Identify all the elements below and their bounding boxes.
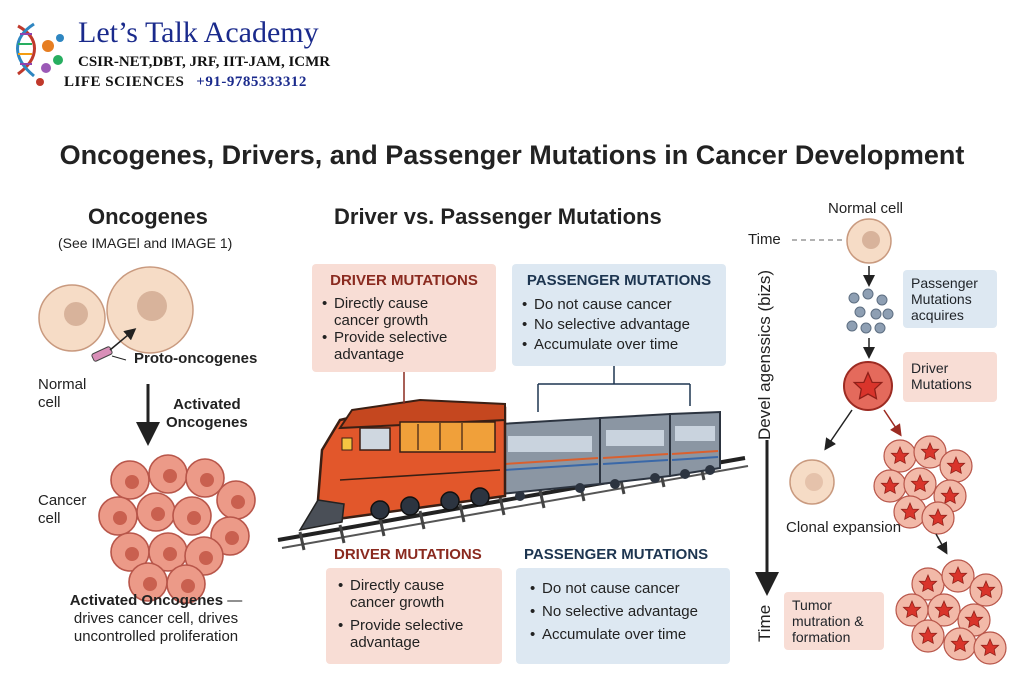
driver-mutations-box-right: Driver Mutations xyxy=(903,352,997,402)
vertical-axis-label: Devel agenssics (bizs) xyxy=(755,269,774,440)
train-passenger-cars xyxy=(499,410,721,501)
proto-oncogene-marker xyxy=(91,328,137,362)
cancer-cell-label: Cancer cell xyxy=(38,492,87,527)
passenger-mutations-box-top: PASSENGER MUTATIONS Do not cause cancer … xyxy=(512,264,726,366)
passenger-bottom-list: Do not cause cancer No selective advanta… xyxy=(530,577,716,646)
oncogenes-caption: Activated Oncogenes — drives cancer cell… xyxy=(20,592,292,646)
dna-logo-icon xyxy=(16,22,64,86)
normal-cell-label: Normal cell xyxy=(38,376,87,411)
passenger-box-title: PASSENGER MUTATIONS xyxy=(526,272,712,289)
time-label-bottom: Time xyxy=(755,604,774,642)
driver-mutations-box-top: DRIVER MUTATIONS Directly cause cancer g… xyxy=(312,264,496,372)
list-item: Directly cause cancer growth xyxy=(322,295,486,329)
passenger-mutations-title-bottom: PASSENGER MUTATIONS xyxy=(524,546,709,563)
list-item: No selective advantage xyxy=(530,600,716,623)
page-title: Oncogenes, Drivers, and Passenger Mutati… xyxy=(59,140,965,170)
caption-bold: Activated Oncogenes xyxy=(69,592,224,609)
timeline-normal-cell-label: Normal cell xyxy=(828,200,904,217)
logo-title: Let’s Talk Academy xyxy=(78,16,319,49)
logo-phone: +91-9785333312 xyxy=(196,74,307,90)
oncogenes-subheading: (See IMAGEl and IMAGE 1) xyxy=(58,235,233,251)
list-item: Do not cause cancer xyxy=(522,295,716,315)
passenger-bracket xyxy=(537,366,691,412)
tumor-cluster xyxy=(896,560,1006,664)
cancer-cell-cluster xyxy=(98,454,256,604)
list-item: Provide selective advantage xyxy=(322,329,486,363)
time-label-top: Time xyxy=(748,231,781,248)
passenger-mutations-acquires-box: Passenger Mutations acquires xyxy=(903,270,997,328)
logo-subtitle: CSIR-NET,DBT, JRF, IIT-JAM, ICMR xyxy=(78,54,331,70)
train-locomotive xyxy=(298,398,507,532)
driver-box-list: Directly cause cancer growth Provide sel… xyxy=(322,295,486,363)
oncogenes-heading: Oncogenes xyxy=(88,204,208,229)
list-item: Provide selective advantage xyxy=(338,617,490,651)
activated-oncogenes-label: Activated Oncogenes xyxy=(166,396,248,431)
driver-vs-passenger-heading: Driver vs. Passenger Mutations xyxy=(334,204,662,229)
proto-oncogenes-label: Proto-oncogenes xyxy=(134,350,258,367)
list-item: No selective advantage xyxy=(522,315,716,335)
timeline-normal-cell xyxy=(846,218,892,264)
driver-bottom-list: Directly cause cancer growth Provide sel… xyxy=(338,577,490,651)
caption-rest: — drives cancer cell, drives uncontrolle… xyxy=(73,592,243,645)
clonal-cell xyxy=(789,459,835,505)
list-item: Directly cause cancer growth xyxy=(338,577,490,611)
list-item: Do not cause cancer xyxy=(530,577,716,600)
passenger-box-list: Do not cause cancer No selective advanta… xyxy=(522,295,716,355)
tumor-formation-box: Tumor mutration & formation xyxy=(784,592,884,650)
driver-mutation-cell xyxy=(843,361,893,411)
list-item: Accumulate over time xyxy=(530,623,716,646)
passenger-mutations-box-bottom: Do not cause cancer No selective advanta… xyxy=(516,568,730,664)
driver-box-title: DRIVER MUTATIONS xyxy=(330,272,478,289)
clonal-expansion-label: Clonal expansion xyxy=(786,519,902,536)
logo xyxy=(10,18,74,92)
driver-mutations-box-bottom: Directly cause cancer growth Provide sel… xyxy=(326,568,502,664)
list-item: Accumulate over time xyxy=(522,335,716,355)
logo-subject: LIFE SCIENCES +91-9785333312 xyxy=(64,74,307,91)
normal-cell-illustration xyxy=(38,266,194,354)
driver-mutations-title-bottom: DRIVER MUTATIONS xyxy=(334,546,482,563)
passenger-mutation-particles xyxy=(846,288,894,334)
logo-subject-text: LIFE SCIENCES xyxy=(64,74,185,90)
